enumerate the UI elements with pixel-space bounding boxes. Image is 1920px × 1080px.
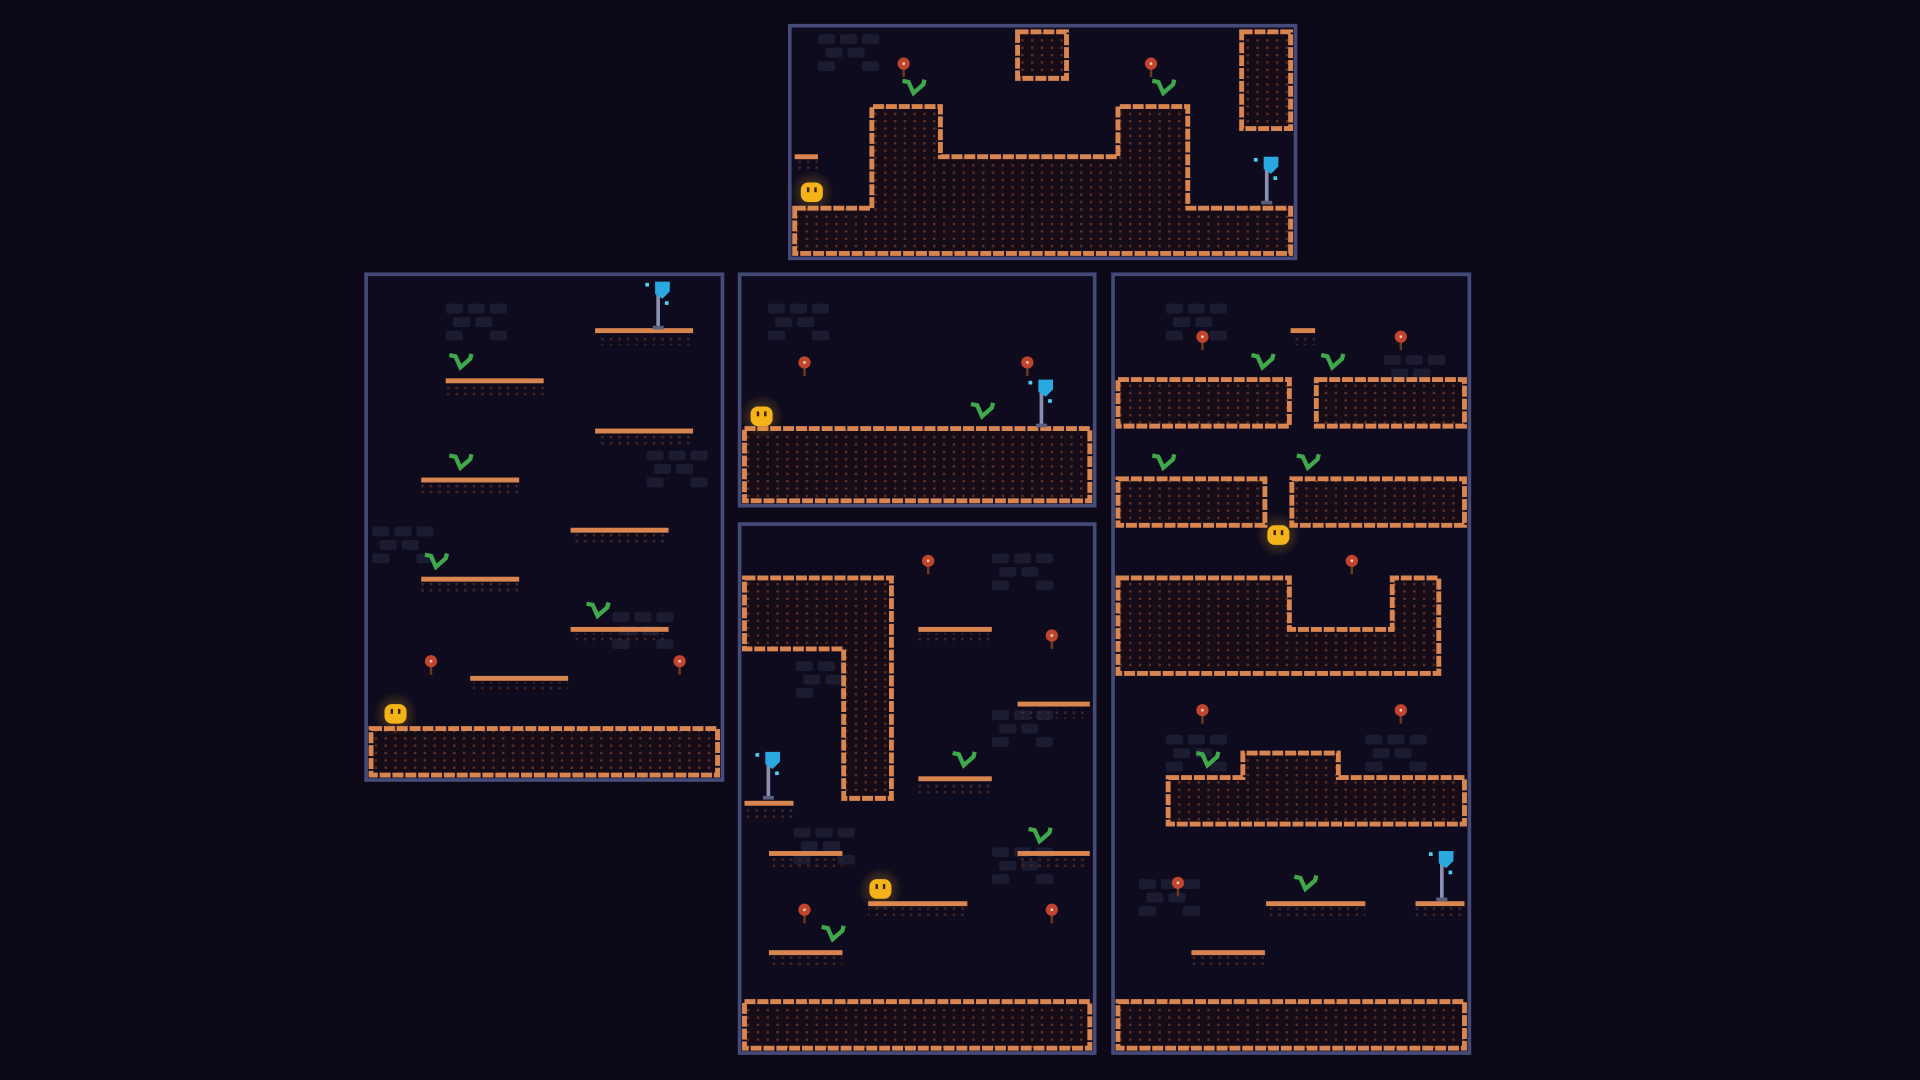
ledge-platform	[1266, 901, 1366, 919]
terrain-block	[792, 104, 1294, 256]
ledge-platform	[1191, 950, 1265, 968]
terrain-block	[1015, 29, 1069, 81]
sprout-icon	[448, 453, 474, 472]
ledge-platform	[1017, 851, 1090, 869]
ledge-platform	[595, 328, 694, 346]
terrain-block	[1289, 476, 1467, 528]
ledge-platform	[1017, 701, 1090, 719]
goal-flag-icon[interactable]	[645, 281, 670, 330]
flower-icon	[1021, 356, 1034, 376]
ledge-platform	[445, 378, 544, 396]
brick-decor	[1138, 879, 1200, 916]
flower-icon	[1394, 704, 1407, 724]
brick-decor	[1165, 734, 1227, 772]
brick-decor	[767, 303, 829, 341]
sprout-icon	[586, 601, 611, 620]
ledge-platform	[595, 428, 694, 446]
ledge-platform	[470, 675, 569, 694]
goal-flag-icon[interactable]	[755, 751, 780, 800]
goal-flag-icon[interactable]	[1428, 851, 1454, 902]
sprout-icon	[1151, 453, 1177, 472]
ledge-platform	[768, 851, 843, 869]
ledge-platform	[768, 950, 843, 968]
flower-icon	[1144, 57, 1158, 78]
sprout-icon	[821, 924, 846, 943]
ledge-platform	[1290, 328, 1316, 346]
ledge-platform	[570, 626, 669, 645]
sprout-icon	[424, 552, 450, 571]
flower-icon	[798, 356, 811, 376]
ledge-platform	[918, 776, 992, 794]
sprout-icon	[902, 78, 927, 97]
player-blob-icon[interactable]	[858, 866, 903, 912]
flower-icon	[1196, 704, 1209, 724]
ledge-platform	[744, 800, 794, 818]
terrain-block	[1313, 377, 1467, 429]
goal-flag-icon[interactable]	[1253, 156, 1279, 205]
ledge-platform	[918, 626, 992, 645]
player-blob-icon[interactable]	[373, 691, 418, 736]
terrain-block	[1115, 377, 1292, 429]
flower-icon	[424, 655, 438, 675]
ledge-platform	[868, 901, 968, 919]
sprout-icon	[448, 353, 474, 371]
terrain-block	[742, 575, 894, 801]
brick-decor	[445, 303, 507, 341]
terrain-block	[1115, 999, 1467, 1051]
flower-icon	[922, 554, 935, 575]
flower-icon	[1196, 330, 1209, 351]
player-blob-icon[interactable]	[789, 170, 834, 215]
flower-icon	[1171, 876, 1185, 897]
player-blob-icon[interactable]	[1256, 513, 1301, 558]
terrain-block	[368, 726, 720, 778]
flower-icon	[897, 57, 910, 78]
ledge-platform	[421, 576, 520, 594]
sprout-icon	[1195, 750, 1221, 769]
ledge-platform	[570, 527, 669, 545]
ledge-platform	[1415, 901, 1465, 919]
terrain-block	[742, 426, 1093, 504]
sprout-icon	[1293, 874, 1319, 893]
brick-decor	[1365, 734, 1427, 772]
ledge-platform	[421, 477, 520, 495]
flower-icon	[1045, 903, 1058, 924]
brick-decor	[1165, 303, 1227, 341]
terrain-block	[1115, 575, 1442, 676]
flower-icon	[1394, 330, 1407, 351]
sprout-icon	[1296, 453, 1321, 472]
terrain-block	[742, 999, 1093, 1051]
brick-decor	[991, 553, 1054, 591]
ledge-platform	[794, 154, 818, 172]
flower-icon	[1045, 629, 1058, 649]
flower-icon	[798, 903, 811, 924]
sprout-icon	[1151, 78, 1177, 97]
sprout-icon	[952, 750, 977, 769]
terrain-block	[1239, 29, 1294, 132]
terrain-block	[1115, 476, 1268, 528]
sprout-icon	[1028, 826, 1053, 845]
brick-decor	[817, 34, 880, 72]
terrain-block	[1165, 750, 1467, 827]
flower-icon	[673, 655, 686, 675]
flower-icon	[1345, 554, 1358, 575]
sprout-icon	[970, 401, 996, 420]
player-blob-icon[interactable]	[739, 394, 784, 439]
sprout-icon	[1320, 353, 1346, 371]
goal-flag-icon[interactable]	[1028, 379, 1054, 428]
brick-decor	[646, 450, 708, 488]
sprout-icon	[1251, 353, 1276, 371]
